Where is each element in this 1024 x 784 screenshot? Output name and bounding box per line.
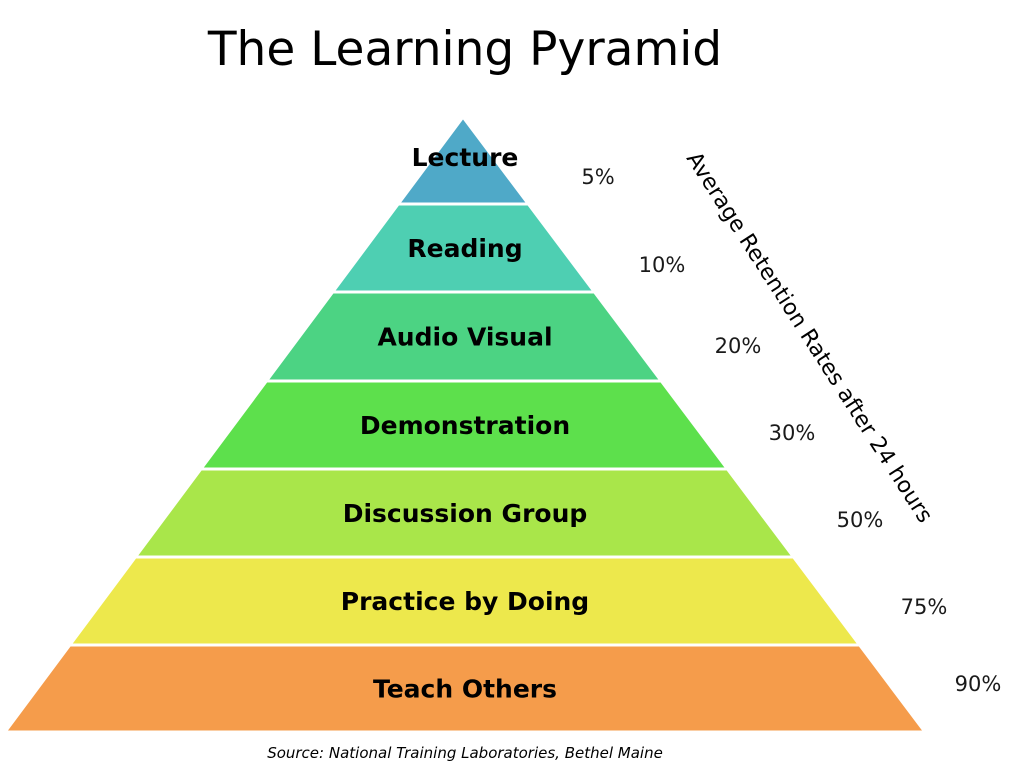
retention-percent-label: 5%	[581, 165, 614, 189]
pyramid-layer-label: Teach Others	[373, 675, 557, 704]
retention-percent-label: 20%	[715, 334, 762, 358]
pyramid-layer: Lecture	[395, 114, 532, 206]
pyramid-layer: Reading	[329, 202, 598, 294]
pyramid-layer: Teach Others	[2, 643, 929, 734]
retention-percent-label: 30%	[769, 421, 816, 445]
pyramid-layer-label: Practice by Doing	[341, 587, 589, 616]
pyramid-layer-label: Demonstration	[360, 411, 570, 440]
retention-percent-label: 50%	[837, 508, 884, 532]
pyramid-layer: Discussion Group	[132, 467, 797, 559]
retention-percent-label: 10%	[639, 253, 686, 277]
pyramid-layer: Audio Visual	[263, 290, 665, 383]
pyramid-layer-label: Reading	[407, 234, 522, 263]
pyramid-layer-label: Lecture	[412, 143, 519, 172]
retention-percentages: 5% 10% 20% 30% 50% 75% 90%	[581, 165, 1001, 696]
retention-percent-label: 90%	[955, 672, 1002, 696]
pyramid-layer: Demonstration	[197, 379, 731, 471]
page-title: The Learning Pyramid	[207, 22, 723, 77]
pyramid-layer: Practice by Doing	[66, 555, 863, 647]
pyramid-layer-label: Audio Visual	[377, 323, 552, 352]
pyramid-layer-label: Discussion Group	[343, 499, 588, 528]
retention-percent-label: 75%	[901, 595, 948, 619]
pyramid-layer-shape	[2, 643, 929, 734]
source-citation: Source: National Training Laboratories, …	[267, 744, 663, 762]
